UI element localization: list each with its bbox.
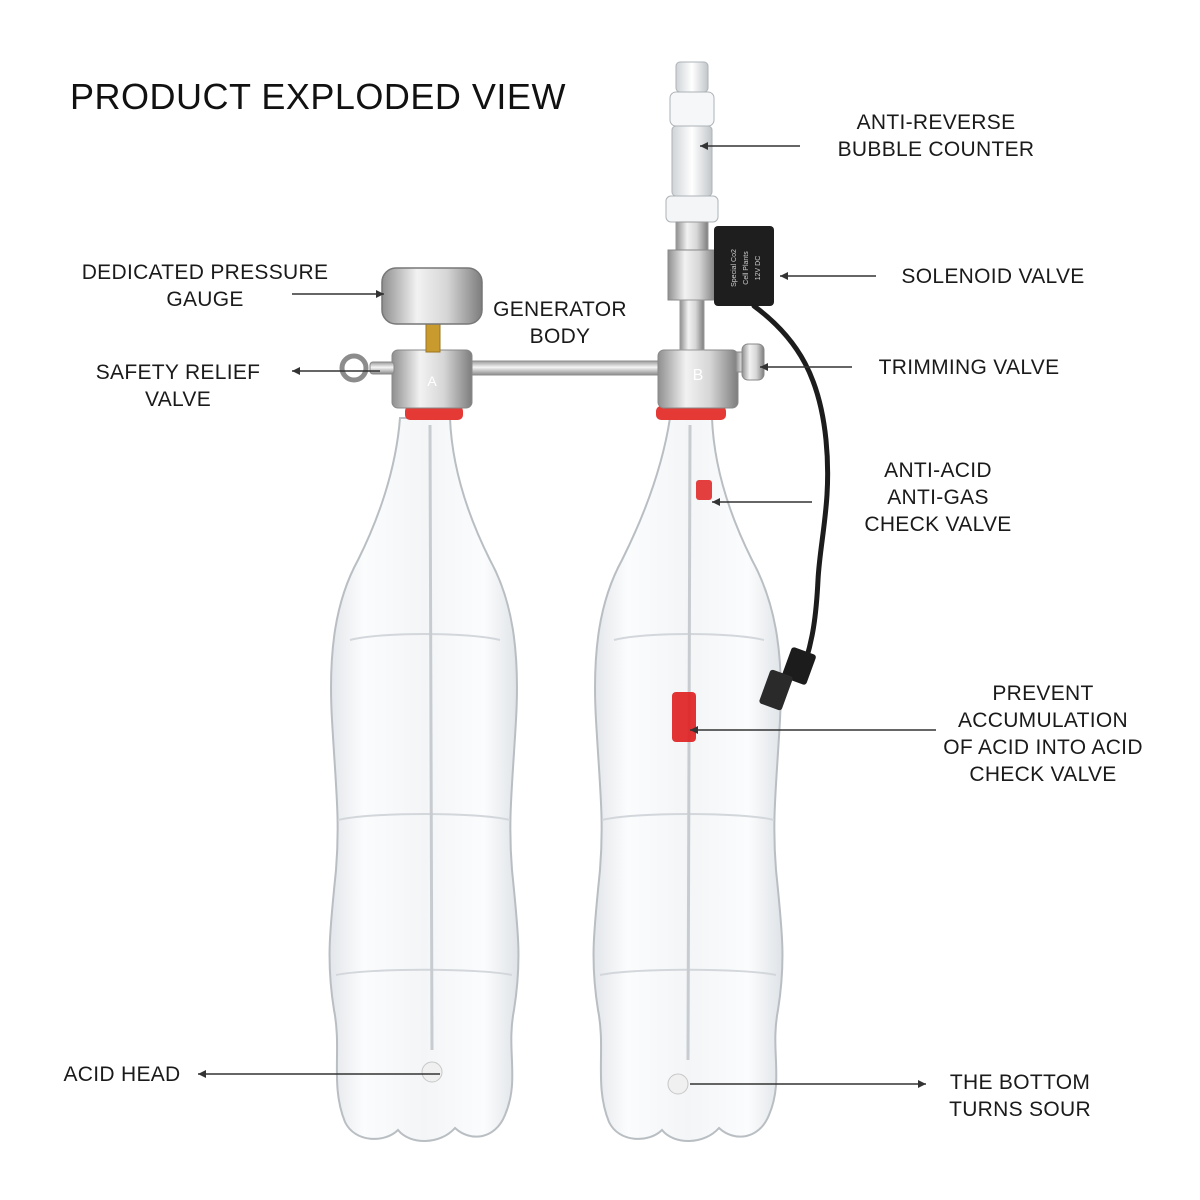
label-dedicated-pressure-gauge: DEDICATED PRESSURE GAUGE bbox=[60, 259, 350, 313]
label-line: GENERATOR bbox=[493, 298, 627, 321]
label-line: CHECK VALVE bbox=[969, 763, 1117, 786]
label-anti-acid-check-valve: ANTI-ACID ANTI-GAS CHECK VALVE bbox=[838, 457, 1038, 538]
label-line: SOLENOID VALVE bbox=[901, 265, 1085, 288]
label-line: THE BOTTOM bbox=[949, 1071, 1091, 1094]
label-line: GAUGE bbox=[166, 288, 244, 311]
solenoid-valve: Special Co2 Cell Plants 12V DC bbox=[667, 226, 774, 351]
label-line: ANTI-GAS bbox=[887, 486, 989, 509]
solenoid-print-2: Cell Plants bbox=[743, 251, 750, 285]
page-title: PRODUCT EXPLODED VIEW bbox=[70, 76, 566, 117]
generator-body: A B bbox=[391, 349, 739, 409]
label-safety-relief-valve: SAFETY RELIEF VALVE bbox=[78, 359, 278, 413]
label-line: VALVE bbox=[144, 388, 212, 411]
label-line: ACID HEAD bbox=[63, 1063, 181, 1086]
label-line: SAFETY RELIEF bbox=[95, 361, 261, 384]
label-line: BODY bbox=[529, 325, 591, 348]
bubble-counter bbox=[665, 61, 719, 251]
label-bottom-turns-sour: THE BOTTOM TURNS SOUR bbox=[932, 1069, 1108, 1123]
bottle-a bbox=[328, 406, 520, 1142]
label-generator-body: GENERATOR BODY bbox=[475, 296, 645, 350]
trimming-valve bbox=[735, 343, 765, 381]
label-line: ANTI-ACID bbox=[884, 459, 992, 482]
label-line: TRIMMING VALVE bbox=[878, 356, 1060, 379]
bottle-b bbox=[592, 406, 784, 1142]
solenoid-print-3: 12V DC bbox=[755, 256, 762, 281]
label-line: ACCUMULATION bbox=[957, 709, 1129, 732]
label-acid-head: ACID HEAD bbox=[52, 1061, 192, 1088]
power-cable bbox=[751, 303, 831, 711]
label-prevent-accumulation: PREVENT ACCUMULATION OF ACID INTO ACID C… bbox=[928, 680, 1158, 788]
label-line: CHECK VALVE bbox=[864, 513, 1012, 536]
bottle-b-mark: B bbox=[693, 367, 704, 384]
safety-relief-valve bbox=[339, 353, 395, 383]
label-line: DEDICATED PRESSURE bbox=[81, 261, 329, 284]
label-trimming-valve: TRIMMING VALVE bbox=[858, 354, 1080, 381]
label-line: PREVENT bbox=[992, 682, 1094, 705]
label-anti-reverse-bubble-counter: ANTI-REVERSE BUBBLE COUNTER bbox=[816, 109, 1056, 163]
bottle-a-mark: A bbox=[427, 373, 437, 389]
label-line: BUBBLE COUNTER bbox=[837, 138, 1035, 161]
label-line: ANTI-REVERSE bbox=[856, 111, 1016, 134]
label-solenoid-valve: SOLENOID VALVE bbox=[880, 263, 1106, 290]
label-line: OF ACID INTO ACID bbox=[943, 736, 1143, 759]
leader-arrows bbox=[198, 142, 936, 1088]
pressure-gauge bbox=[381, 267, 483, 353]
label-line: TURNS SOUR bbox=[949, 1098, 1091, 1121]
solenoid-print-1: Special Co2 bbox=[731, 249, 738, 287]
